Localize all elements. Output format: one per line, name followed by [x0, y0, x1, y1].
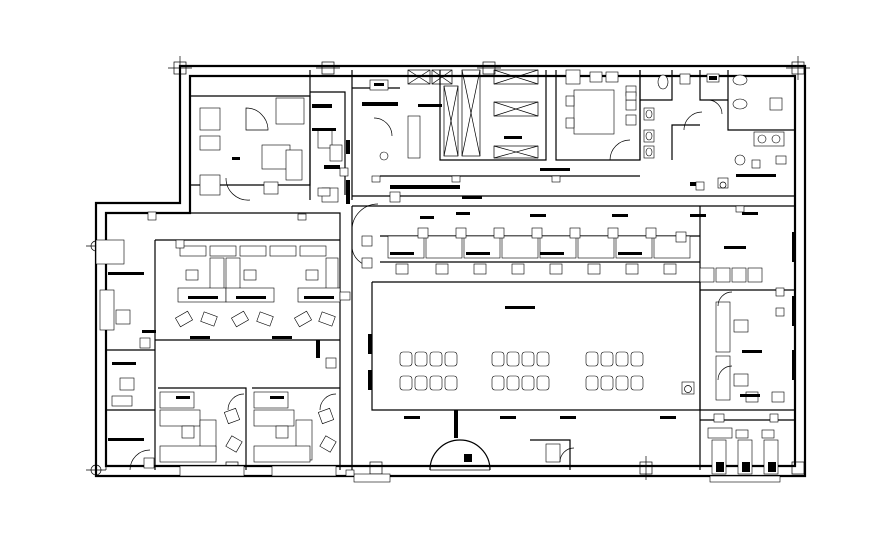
waiting-seating — [399, 351, 644, 391]
top-rooms — [190, 69, 795, 203]
door-swing-icon — [353, 439, 575, 483]
wheelchair-icon — [681, 381, 695, 395]
main-hall — [316, 206, 701, 470]
equipment-symbols — [139, 159, 785, 477]
counter-row — [380, 212, 758, 275]
right-wing — [699, 232, 795, 483]
wheelchair-icon — [717, 177, 729, 189]
left-wing — [95, 212, 341, 477]
